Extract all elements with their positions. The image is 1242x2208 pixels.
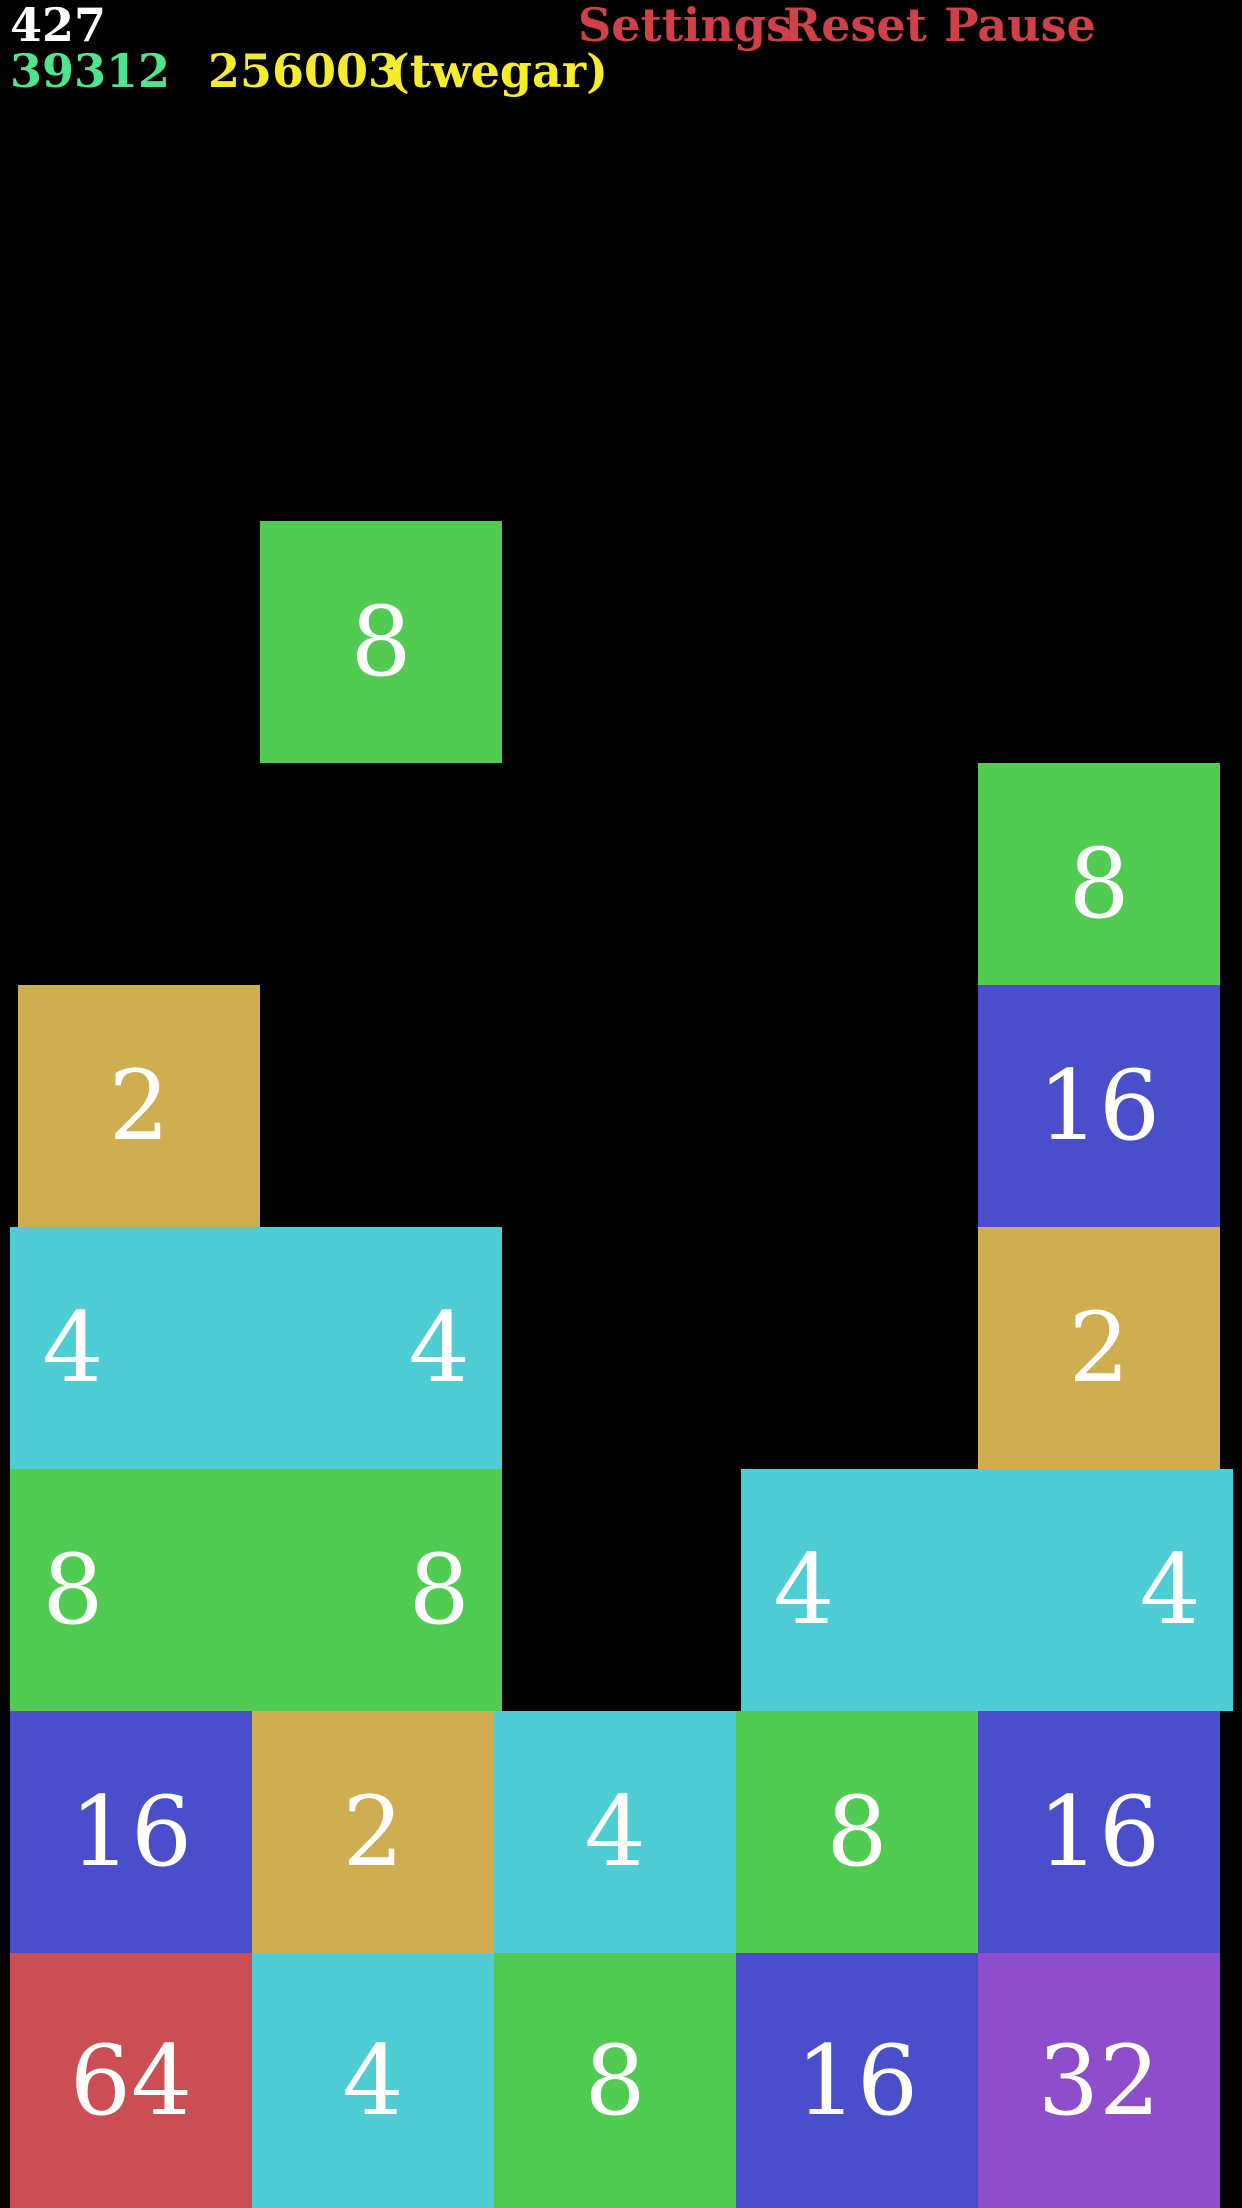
tile-8[interactable]: 8 <box>260 521 502 763</box>
tile-4[interactable]: 4 4 <box>10 1227 502 1469</box>
tile-value: 8 <box>1068 828 1130 940</box>
best-score-value: 256003 <box>208 44 401 98</box>
tile-value: 2 <box>1068 1292 1130 1404</box>
tile-value: 16 <box>795 2024 919 2137</box>
tile-value: 16 <box>69 1776 193 1888</box>
tile-value: 4 <box>342 2024 404 2137</box>
score-value: 39312 <box>10 44 171 98</box>
tile-value: 8 8 <box>42 1534 470 1646</box>
tile-value: 8 <box>826 1776 888 1888</box>
tile-value: 32 <box>1037 2024 1161 2137</box>
tile-2[interactable]: 2 <box>978 1227 1220 1469</box>
tile-value: 4 <box>584 1776 646 1888</box>
tile-2[interactable]: 2 <box>252 1711 494 1953</box>
tile-value: 64 <box>69 2024 193 2137</box>
moves-counter: 427 <box>10 0 107 52</box>
tile-value: 4 4 <box>42 1292 470 1404</box>
tile-32[interactable]: 32 <box>978 1953 1220 2208</box>
pause-button[interactable]: Pause <box>944 0 1096 52</box>
tile-value: 16 <box>1037 1776 1161 1888</box>
settings-button[interactable]: Settings <box>578 0 792 52</box>
tile-value: 2 <box>342 1776 404 1888</box>
tile-value: 8 <box>350 586 412 698</box>
reset-button[interactable]: Reset <box>783 0 927 52</box>
tile-4[interactable]: 4 <box>494 1711 736 1953</box>
tile-8[interactable]: 8 <box>494 1953 736 2208</box>
tile-2[interactable]: 2 <box>18 985 260 1227</box>
tile-8[interactable]: 8 8 <box>10 1469 502 1711</box>
tile-value: 16 <box>1037 1050 1161 1162</box>
tile-4[interactable]: 4 <box>252 1953 494 2208</box>
tile-64[interactable]: 64 <box>10 1953 252 2208</box>
tile-16[interactable]: 16 <box>10 1711 252 1953</box>
tile-4[interactable]: 4 4 <box>741 1469 1233 1711</box>
tile-value: 4 4 <box>773 1534 1201 1646</box>
tile-value: 2 <box>108 1050 170 1162</box>
tile-16[interactable]: 16 <box>978 1711 1220 1953</box>
tile-value: 8 <box>584 2024 646 2137</box>
tile-8[interactable]: 8 <box>978 763 1220 1005</box>
tile-8[interactable]: 8 <box>736 1711 978 1953</box>
best-score-owner: (twegar) <box>388 44 608 98</box>
tile-16[interactable]: 16 <box>736 1953 978 2208</box>
tile-16[interactable]: 16 <box>978 985 1220 1227</box>
header-bar: 427 Settings Reset Pause 39312 256003 (t… <box>0 0 1242 100</box>
